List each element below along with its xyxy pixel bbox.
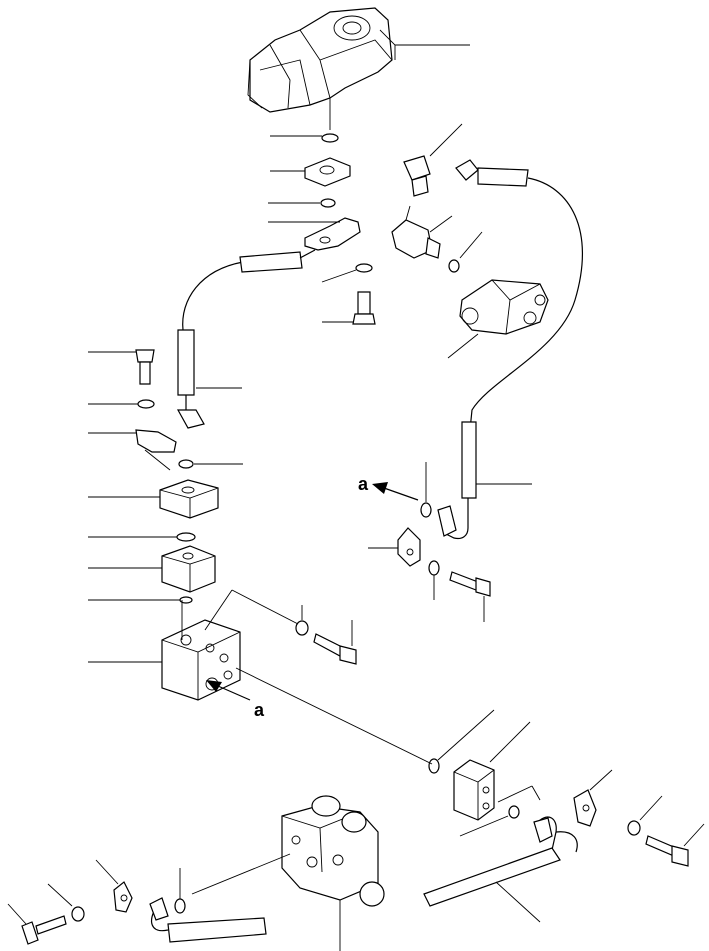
hose-icon (149, 897, 267, 943)
clamp-icon (135, 429, 177, 453)
bolt-icon (449, 571, 491, 597)
o-ring-icon (178, 459, 194, 469)
clamp-icon (304, 217, 361, 251)
o-ring-icon (174, 898, 186, 914)
clamp-icon (113, 881, 133, 913)
valve-block-icon (161, 600, 241, 701)
o-ring-icon (321, 133, 339, 143)
hose-icon (423, 816, 578, 907)
washer-icon (295, 620, 309, 636)
washer-icon (428, 560, 440, 576)
o-ring-icon (420, 502, 432, 518)
reference-arrow-icon (206, 680, 251, 701)
reference-arrow-icon (372, 482, 419, 501)
valve-block-icon (281, 795, 385, 907)
hose-icon (437, 159, 584, 540)
clamp-icon (573, 789, 597, 827)
o-ring-icon (428, 758, 440, 774)
flange-icon (453, 759, 495, 821)
o-ring-icon (320, 198, 336, 208)
o-ring-icon (176, 532, 196, 542)
elbow-fitting-icon (391, 205, 441, 259)
hose-icon (176, 249, 316, 429)
clamp-icon (397, 527, 421, 567)
elbow-fitting-icon (403, 155, 431, 197)
bolt-icon (135, 349, 155, 385)
flange-icon (159, 479, 219, 519)
bolt-icon (352, 291, 376, 325)
bolt-icon (21, 915, 67, 945)
washer-icon (71, 906, 85, 922)
flange-icon (304, 157, 351, 187)
washer-icon (627, 820, 641, 836)
ref-label-a-lower: a (254, 700, 265, 720)
washer-icon (137, 399, 155, 409)
hydraulic-pump-icon (247, 7, 396, 113)
washer-icon (355, 263, 373, 273)
ref-label-a-upper: a (358, 474, 369, 494)
flange-icon (161, 545, 216, 593)
valve-block-icon (459, 279, 549, 335)
o-ring-icon (508, 805, 520, 819)
bolt-icon (313, 633, 357, 665)
o-ring-icon (448, 259, 460, 273)
bolt-icon (645, 835, 689, 867)
